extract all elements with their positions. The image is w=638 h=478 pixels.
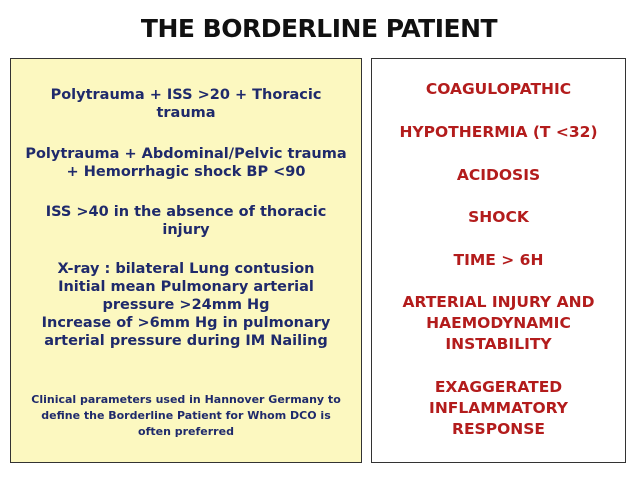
criterion-lung-contusion: X-ray : bilateral Lung contusion Initial… [41, 261, 331, 349]
factor-shock: SHOCK [468, 208, 529, 226]
factor-arterial-injury: ARTERIAL INJURY AND HAEMODYNAMIC INSTABI… [402, 293, 595, 353]
slide-title: THE BORDERLINE PATIENT [140, 14, 498, 43]
factor-coagulopathic: COAGULOPATHIC [425, 80, 572, 98]
factor-acidosis: ACIDOSIS [456, 166, 541, 184]
criterion-thoracic-trauma: Polytrauma + ISS >20 + Thoracic trauma [50, 87, 322, 121]
criteria-panel: Polytrauma + ISS >20 + Thoracic trauma P… [10, 58, 362, 463]
criterion-hemorrhagic-shock: Polytrauma + Abdominal/Pelvic trauma + H… [25, 146, 347, 180]
factor-hypothermia: HYPOTHERMIA (T <32) [399, 123, 598, 141]
factor-time: TIME > 6H [453, 251, 544, 269]
hannover-note: Clinical parameters used in Hannover Ger… [31, 393, 341, 438]
factors-panel: COAGULOPATHIC HYPOTHERMIA (T <32) ACIDOS… [371, 58, 626, 463]
factor-inflammatory-response: EXAGGERATED INFLAMMATORY RESPONSE [429, 378, 568, 438]
criterion-iss-over-40: ISS >40 in the absence of thoracic injur… [45, 204, 327, 238]
